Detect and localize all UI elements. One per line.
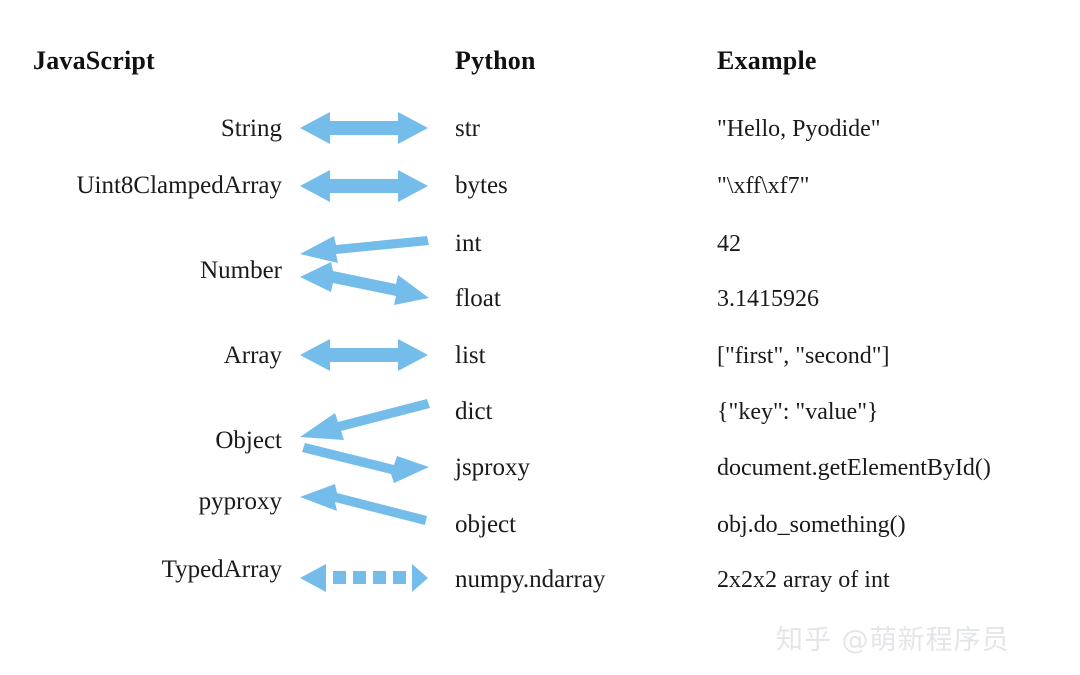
- py-type-float: float: [455, 285, 501, 312]
- example-object: obj.do_something(): [717, 512, 906, 538]
- watermark: 知乎 @萌新程序员: [776, 625, 1010, 656]
- js-type-object: Object: [215, 427, 282, 454]
- example-jsproxy: document.getElementById(): [717, 455, 991, 481]
- js-type-uint8clampedarray: Uint8ClampedArray: [76, 172, 282, 199]
- arrow-int-to-number: [300, 236, 429, 263]
- column-header-python: Python: [455, 46, 536, 75]
- py-type-list: list: [455, 342, 486, 369]
- js-type-number: Number: [200, 257, 282, 284]
- column-header-example: Example: [717, 46, 817, 75]
- example-bytes: "\xff\xf7": [717, 173, 810, 199]
- arrow-uint8clampedarray-bytes: [300, 170, 428, 202]
- js-type-string: String: [220, 115, 282, 142]
- example-string: "Hello, Pyodide": [717, 116, 881, 142]
- js-type-typedarray: TypedArray: [161, 556, 282, 583]
- py-type-str: str: [455, 115, 480, 142]
- example-dict: {"key": "value"}: [717, 399, 879, 425]
- arrow-typedarray-numpy-ndarray: [300, 564, 428, 592]
- column-header-javascript: JavaScript: [33, 46, 155, 75]
- js-type-pyproxy: pyproxy: [198, 488, 282, 515]
- py-type-numpy-ndarray: numpy.ndarray: [455, 566, 606, 593]
- arrow-object-to-pyproxy: [300, 484, 427, 525]
- arrow-string-str: [300, 112, 428, 144]
- py-type-dict: dict: [455, 398, 493, 425]
- arrow-number-float: [300, 262, 429, 305]
- arrow-array-list: [300, 339, 428, 371]
- example-int: 42: [717, 231, 741, 257]
- example-float: 3.1415926: [717, 286, 819, 312]
- py-type-bytes: bytes: [455, 172, 508, 199]
- py-type-int: int: [455, 230, 482, 257]
- example-list: ["first", "second"]: [717, 343, 890, 369]
- arrow-object-to-jsproxy: [302, 443, 429, 483]
- arrow-dict-to-object: [300, 399, 430, 440]
- example-numpy-ndarray: 2x2x2 array of int: [717, 567, 890, 593]
- py-type-jsproxy: jsproxy: [455, 454, 530, 481]
- js-type-array: Array: [223, 342, 282, 369]
- py-type-object: object: [455, 511, 517, 538]
